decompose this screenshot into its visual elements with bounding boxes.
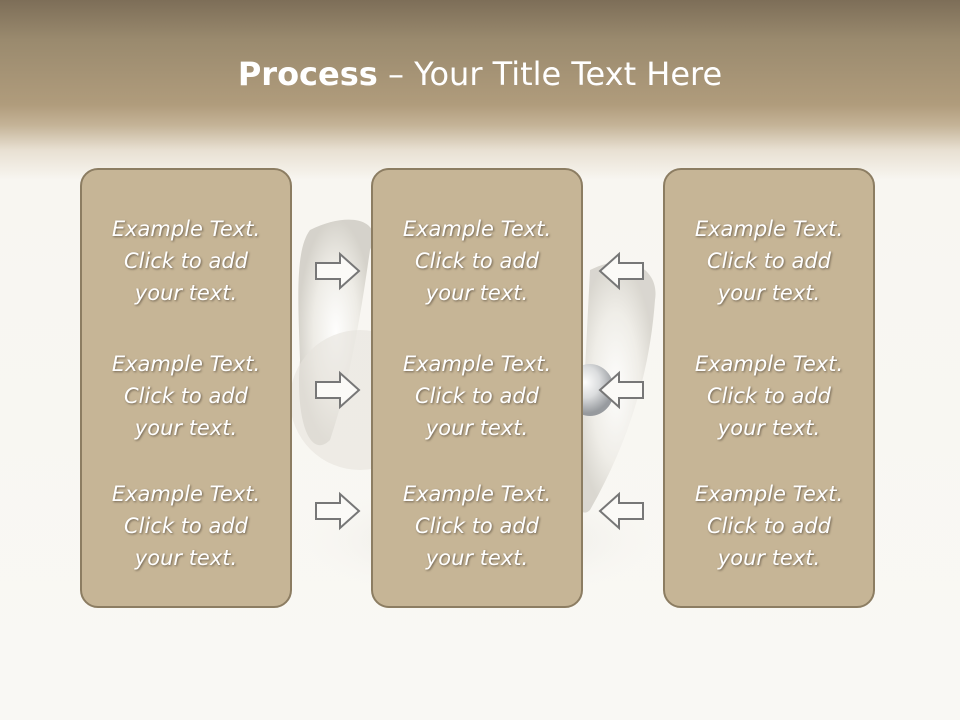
placeholder-line: Click to add — [706, 249, 831, 273]
arrow-right-icon[interactable] — [314, 370, 362, 410]
process-column-right: Example Text. Click to add your text. Ex… — [663, 168, 875, 608]
placeholder-line: your text. — [425, 281, 529, 305]
text-placeholder[interactable]: Example Text. Click to add your text. — [665, 478, 873, 574]
text-placeholder[interactable]: Example Text. Click to add your text. — [82, 213, 290, 309]
text-placeholder[interactable]: Example Text. Click to add your text. — [373, 348, 581, 444]
placeholder-line: Click to add — [414, 249, 539, 273]
arrow-right-icon[interactable] — [314, 491, 362, 531]
placeholder-line: Click to add — [414, 384, 539, 408]
text-placeholder[interactable]: Example Text. Click to add your text. — [665, 348, 873, 444]
slide-title[interactable]: Process – Your Title Text Here — [0, 50, 960, 98]
text-placeholder[interactable]: Example Text. Click to add your text. — [373, 478, 581, 574]
placeholder-line: Example Text. — [111, 217, 261, 241]
text-placeholder[interactable]: Example Text. Click to add your text. — [82, 478, 290, 574]
title-bold-word: Process — [237, 55, 378, 93]
placeholder-line: Example Text. — [694, 352, 844, 376]
placeholder-line: your text. — [425, 546, 529, 570]
arrow-left-icon[interactable] — [597, 370, 645, 410]
placeholder-line: Example Text. — [111, 352, 261, 376]
text-placeholder[interactable]: Example Text. Click to add your text. — [373, 213, 581, 309]
title-subtitle: Your Title Text Here — [414, 55, 723, 93]
placeholder-line: Click to add — [123, 249, 248, 273]
placeholder-line: Click to add — [706, 514, 831, 538]
arrow-left-icon[interactable] — [597, 491, 645, 531]
placeholder-line: Click to add — [123, 514, 248, 538]
placeholder-line: your text. — [425, 416, 529, 440]
text-placeholder[interactable]: Example Text. Click to add your text. — [82, 348, 290, 444]
placeholder-line: your text. — [134, 281, 238, 305]
placeholder-line: Example Text. — [694, 217, 844, 241]
title-separator: – — [377, 55, 415, 93]
placeholder-line: Example Text. — [402, 217, 552, 241]
placeholder-line: your text. — [717, 546, 821, 570]
process-column-left: Example Text. Click to add your text. Ex… — [80, 168, 292, 608]
placeholder-line: Click to add — [414, 514, 539, 538]
placeholder-line: Click to add — [123, 384, 248, 408]
text-placeholder[interactable]: Example Text. Click to add your text. — [665, 213, 873, 309]
process-column-middle: Example Text. Click to add your text. Ex… — [371, 168, 583, 608]
placeholder-line: your text. — [717, 416, 821, 440]
placeholder-line: your text. — [717, 281, 821, 305]
placeholder-line: Click to add — [706, 384, 831, 408]
placeholder-line: Example Text. — [111, 482, 261, 506]
arrow-right-icon[interactable] — [314, 251, 362, 291]
placeholder-line: Example Text. — [694, 482, 844, 506]
placeholder-line: Example Text. — [402, 482, 552, 506]
placeholder-line: your text. — [134, 416, 238, 440]
placeholder-line: your text. — [134, 546, 238, 570]
arrow-left-icon[interactable] — [597, 251, 645, 291]
placeholder-line: Example Text. — [402, 352, 552, 376]
